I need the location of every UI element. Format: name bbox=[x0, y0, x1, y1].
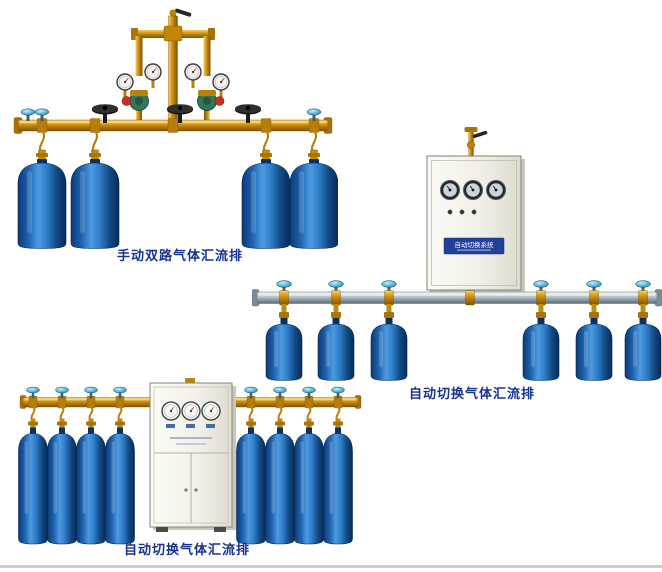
gas-cylinder bbox=[293, 386, 325, 545]
indicator-light-icon bbox=[471, 209, 477, 215]
pressure-gauge-icon bbox=[463, 180, 483, 200]
pressure-gauge-icon bbox=[161, 401, 181, 421]
pressure-gauge-icon bbox=[201, 401, 221, 421]
product-manual-dual-manifold: 手动双路气体汇流排 bbox=[8, 8, 338, 268]
valve-lever-icon bbox=[174, 8, 192, 17]
page-bottom-rule bbox=[0, 565, 662, 568]
product-caption: 自动切换气体汇流排 bbox=[408, 386, 535, 401]
control-cabinet bbox=[149, 378, 236, 532]
manifold-pipe-silver bbox=[252, 289, 662, 307]
gas-cylinder bbox=[18, 386, 49, 545]
product-auto-switch-manifold-cabinet: 自动切换系统 自动切换气体汇流排 bbox=[252, 125, 662, 403]
gas-cylinder bbox=[75, 386, 107, 545]
cabinet-foot bbox=[156, 527, 168, 532]
control-cabinet: 自动切换系统 bbox=[426, 155, 525, 293]
gas-cylinder bbox=[69, 129, 121, 250]
indicator-light-icon bbox=[447, 209, 453, 215]
auto-switch-manifold-illustration: 自动切换系统 bbox=[252, 127, 662, 381]
cabinet-label-text: 自动切换系统 bbox=[455, 240, 495, 249]
cabinet-top-piping bbox=[464, 127, 488, 158]
pressure-gauge-icon bbox=[440, 180, 460, 200]
manual-dual-manifold-illustration bbox=[13, 8, 338, 250]
product-caption: 自动切换气体汇流排 bbox=[123, 542, 250, 557]
product-auto-switch-manifold-floor: 自动切换气体汇流排 bbox=[18, 375, 363, 561]
pressure-gauge-icon bbox=[184, 63, 202, 89]
cabinet-foot bbox=[214, 527, 226, 532]
main-manifold-pipe bbox=[13, 117, 333, 134]
pressure-gauge-icon bbox=[181, 401, 201, 421]
pressure-gauge-icon bbox=[144, 63, 162, 89]
door-handle-icon bbox=[194, 488, 198, 492]
gas-cylinder bbox=[16, 129, 68, 250]
gas-cylinder bbox=[264, 386, 296, 545]
door-handle-icon bbox=[184, 488, 188, 492]
product-caption: 手动双路气体汇流排 bbox=[116, 248, 243, 263]
gas-cylinder bbox=[235, 386, 267, 545]
valve-lever-icon bbox=[472, 130, 488, 138]
auto-switch-floor-manifold-illustration bbox=[18, 378, 362, 545]
gas-cylinder bbox=[104, 386, 136, 545]
blue-valve-knob-icon bbox=[20, 108, 36, 122]
pressure-gauge-icon bbox=[486, 180, 506, 200]
gas-cylinder bbox=[322, 386, 354, 545]
indicator-light-icon bbox=[459, 209, 465, 215]
gas-cylinder bbox=[46, 386, 78, 545]
